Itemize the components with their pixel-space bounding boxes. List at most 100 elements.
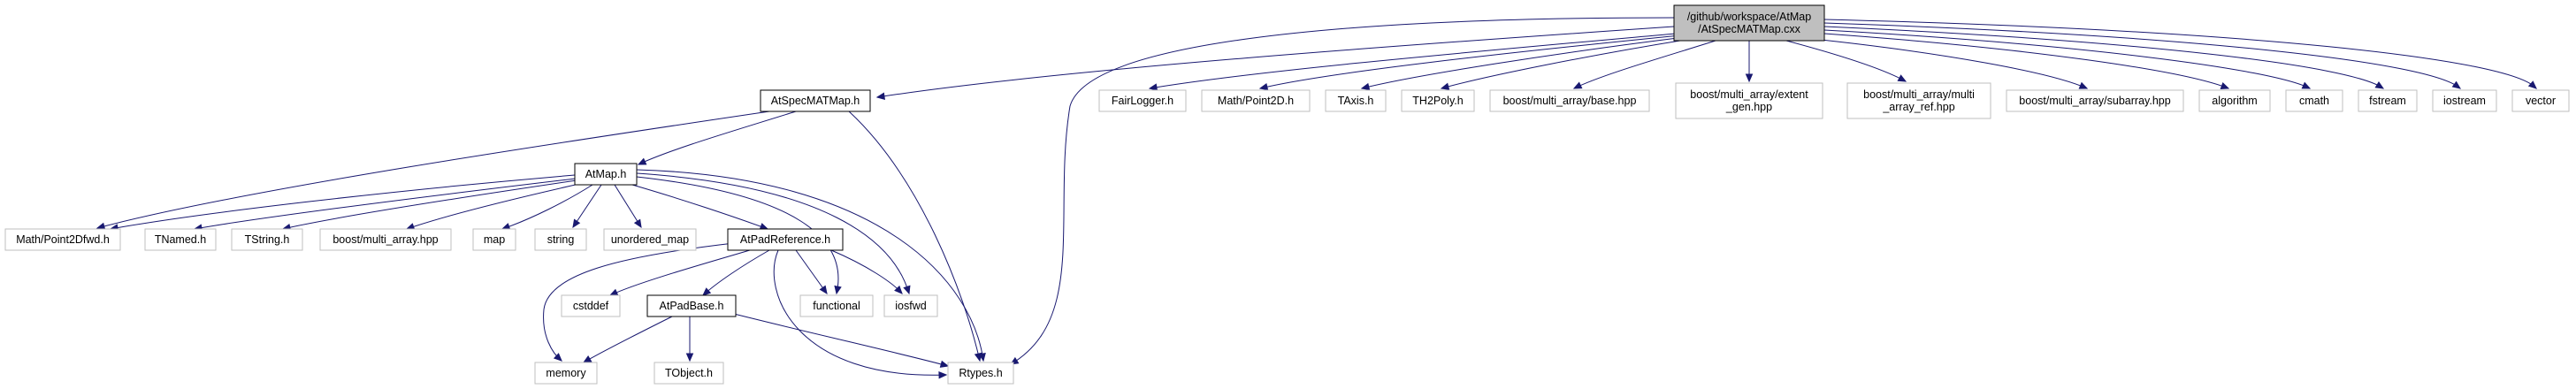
edge-line: [1823, 29, 2311, 89]
arrowhead-icon: [96, 222, 106, 230]
node-box: [603, 228, 697, 251]
node-root: /github/workspace/AtMap/AtSpecMATMap.cxx: [1673, 4, 1825, 42]
node-label: TH2Poly.h: [1412, 95, 1463, 107]
node-tobject: TObject.h: [654, 362, 724, 385]
node-box: [1489, 89, 1650, 112]
arrowhead-icon: [553, 353, 562, 362]
edge-root-to-fstream: [1823, 26, 2385, 89]
node-label: iostream: [2443, 95, 2486, 107]
edge-line: [1010, 17, 1675, 365]
node-label: _gen.hpp: [1725, 101, 1772, 113]
edge-atmap_h-to-unordered_map: [614, 184, 642, 229]
nodes-layer: /github/workspace/AtMap/AtSpecMATMap.cxx…: [4, 4, 2570, 385]
edge-line: [614, 184, 642, 228]
node-box: [883, 294, 938, 317]
edge-atmap_h-to-iosfwd: [636, 172, 911, 295]
arrowhead-icon: [582, 355, 592, 363]
edge-atpadref-to-memory: [543, 242, 735, 362]
edge-line: [1573, 40, 1716, 89]
edge-atpadref-to-functional: [795, 249, 828, 295]
node-ma-ref: boost/multi_array/multi_array_ref.hpp: [1846, 82, 1991, 119]
node-atpadbase[interactable]: AtPadBase.h: [646, 294, 737, 317]
edge-atpadref-to-cstddef: [608, 249, 751, 296]
node-label: _array_ref.hpp: [1882, 101, 1954, 113]
node-box: [799, 294, 874, 317]
node-box: [4, 228, 121, 251]
node-box: [319, 228, 452, 251]
node-ma-sub: boost/multi_array/subarray.hpp: [2006, 89, 2184, 112]
node-box: [534, 228, 587, 251]
node-box: [646, 294, 737, 317]
edge-atmap_h-to-point2dfwd: [109, 174, 576, 232]
edge-root-to-ma_extent: [1745, 41, 1754, 83]
arrowhead-icon: [978, 352, 986, 362]
edge-root-to-cmath: [1823, 29, 2312, 89]
arrowhead-icon: [572, 218, 581, 229]
edge-atmap_h-to-atpadref: [631, 184, 769, 231]
node-fstream: fstream: [2358, 89, 2418, 112]
edge-root-to-ma_sub: [1812, 38, 2089, 89]
edge-line: [583, 316, 673, 363]
edge-line: [406, 183, 580, 230]
arrowhead-icon: [1745, 73, 1754, 83]
node-fairlogger: FairLogger.h: [1098, 89, 1187, 112]
arrowhead-icon: [1897, 74, 1907, 82]
node-atpadref[interactable]: AtPadReference.h: [727, 228, 844, 251]
node-point2d: Math/Point2D.h: [1201, 89, 1311, 112]
edge-atpadbase-to-memory: [582, 316, 673, 363]
node-label: fstream: [2369, 95, 2406, 107]
arrowhead-icon: [1148, 83, 1158, 91]
edge-line: [1823, 22, 2461, 89]
node-box: [561, 294, 621, 317]
node-taxis: TAxis.h: [1325, 89, 1387, 112]
node-label: boost/multi_array/multi: [1863, 88, 1975, 101]
edge-line: [631, 184, 768, 230]
node-label: TObject.h: [665, 367, 713, 379]
node-label: Math/Point2Dfwd.h: [16, 233, 110, 246]
node-label: AtMap.h: [585, 168, 627, 180]
edge-line: [1823, 33, 2229, 89]
node-algorithm: algorithm: [2198, 89, 2271, 112]
edge-root-to-ma_base: [1572, 40, 1716, 89]
node-atmap-h[interactable]: AtMap.h: [574, 163, 638, 186]
node-box: [144, 228, 217, 251]
node-map: map: [472, 228, 516, 251]
arrowhead-icon: [1360, 82, 1371, 91]
edge-atpadbase-to-rtypes: [733, 313, 950, 368]
arrowhead-icon: [633, 218, 642, 229]
node-ma-extent: boost/multi_array/extent_gen.hpp: [1675, 82, 1823, 119]
edge-line: [1812, 38, 2088, 89]
node-atspecmatmap-h[interactable]: AtSpecMATMap.h: [760, 89, 871, 112]
arrowhead-icon: [939, 360, 950, 368]
edge-root-to-point2d: [1258, 34, 1681, 91]
arrowhead-icon: [903, 285, 911, 295]
arrowhead-icon: [2527, 80, 2537, 89]
arrowhead-icon: [894, 285, 903, 294]
edge-line: [110, 174, 576, 230]
node-label: unordered_map: [611, 233, 689, 246]
edge-line: [609, 249, 751, 296]
node-label: TNamed.h: [155, 233, 206, 246]
edge-atspecmatmap_h-to-rtypes: [848, 111, 982, 362]
edge-atmap_h-to-map: [501, 184, 593, 231]
node-box: [1325, 89, 1387, 112]
node-th2poly: TH2Poly.h: [1401, 89, 1475, 112]
edge-atpadref-to-atpadbase: [702, 249, 770, 296]
node-label: /github/workspace/AtMap: [1687, 11, 1811, 23]
node-label: boost/multi_array/subarray.hpp: [2019, 95, 2170, 107]
edge-atmap_h-to-functional: [636, 176, 842, 295]
node-box: [2358, 89, 2418, 112]
edge-line: [1259, 34, 1681, 89]
arrowhead-icon: [819, 285, 828, 295]
edge-line: [282, 179, 577, 230]
node-point2dfwd: Math/Point2Dfwd.h: [4, 228, 121, 251]
node-unordered-map: unordered_map: [603, 228, 697, 251]
edge-line: [1785, 40, 1907, 82]
edge-atmap_h-to-rtypes: [636, 169, 986, 362]
node-string: string: [534, 228, 587, 251]
node-label: string: [547, 233, 575, 246]
node-label: boost/multi_array.hpp: [333, 233, 438, 246]
node-box: [231, 228, 303, 251]
node-label: AtPadReference.h: [740, 233, 830, 246]
